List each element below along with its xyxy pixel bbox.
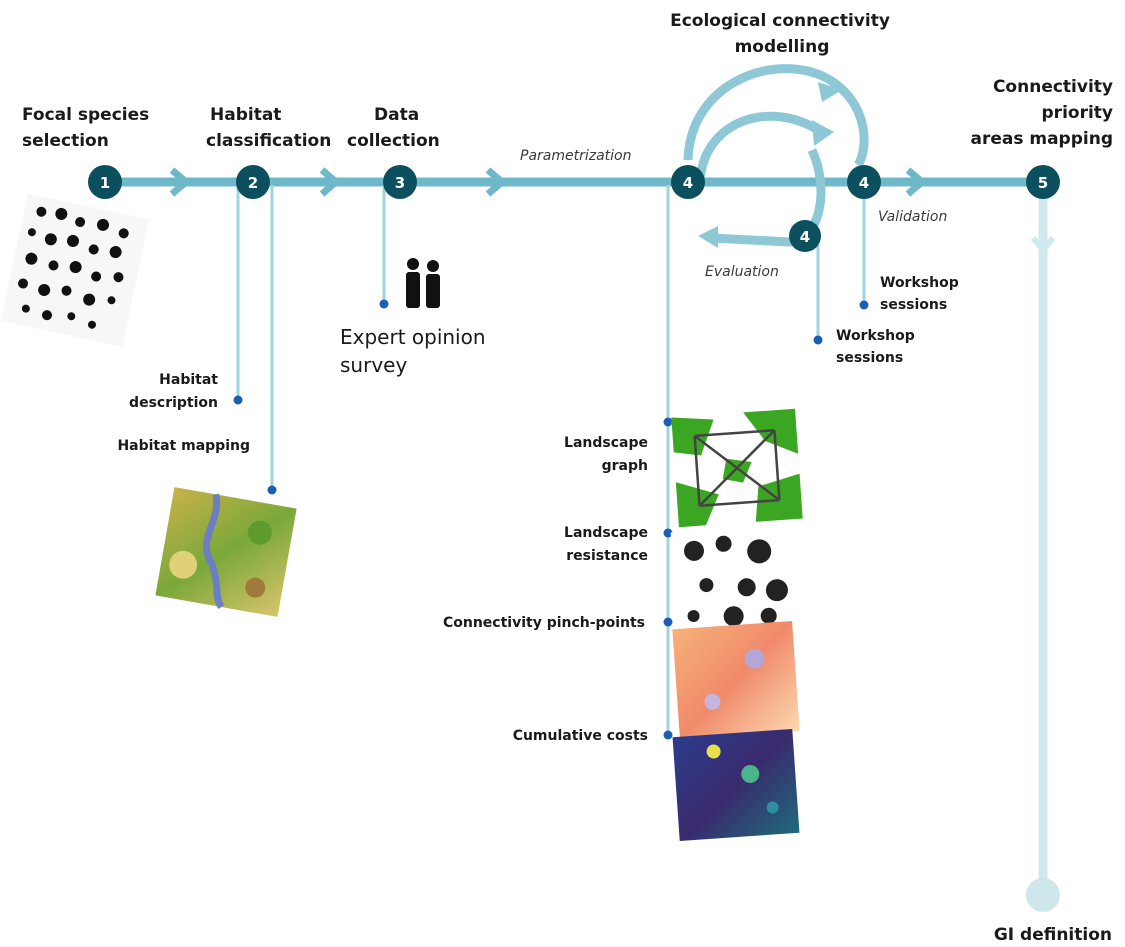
stage-4-title-line-1: Ecological connectivity <box>670 11 890 31</box>
dot-habitat-description <box>233 395 243 405</box>
stage-1-title-line-1: Focal species <box>22 105 149 125</box>
side-labels: Habitat description Habitat mapping Expe… <box>117 275 958 744</box>
gi-definition-label: GI definition <box>994 925 1112 945</box>
stage-node-1 <box>88 165 122 199</box>
workshop-evaluation-label-line-1: Workshop <box>836 328 915 344</box>
landscape-graph-image <box>671 408 803 528</box>
stage-2-title-line-1: Habitat <box>210 105 281 125</box>
dot-expert-opinion <box>379 299 389 309</box>
landscape-resistance-label-line-1: Landscape <box>564 525 648 541</box>
landscape-graph-label-line-2: graph <box>602 458 648 474</box>
modelling-loop <box>683 64 869 247</box>
stage-node-2 <box>236 165 270 199</box>
dot-habitat-mapping <box>267 485 277 495</box>
stage-node-4-end-number: 4 <box>859 174 869 192</box>
stage-node-3-number: 3 <box>395 174 405 192</box>
landscape-graph-label-line-1: Landscape <box>564 435 648 451</box>
inner-loop-arc <box>695 111 821 181</box>
stage-node-5 <box>1026 165 1060 199</box>
stage-3-title-line-1: Data <box>374 105 419 125</box>
branch-lines <box>236 185 1056 895</box>
loop-arrowhead-mid <box>812 120 834 146</box>
stage-node-3 <box>383 165 417 199</box>
validation-label: Validation <box>878 209 947 225</box>
stage-3-title-line-2: collection <box>347 131 440 151</box>
stage-nodes: 1 2 3 4 4 4 5 <box>88 165 1060 912</box>
stage-node-4-end <box>847 165 881 199</box>
stage-node-4-evaluation <box>789 220 821 252</box>
cumulative-costs-map-image <box>672 728 800 842</box>
footprints-image <box>0 193 150 347</box>
stage-4-title-line-2: modelling <box>735 37 830 57</box>
habitat-mapping-label: Habitat mapping <box>117 438 250 454</box>
stage-node-4-evaluation-number: 4 <box>800 228 810 246</box>
stage-node-4-start-number: 4 <box>683 174 693 192</box>
expert-opinion-label-line-2: survey <box>340 353 407 377</box>
dot-workshop-evaluation <box>813 335 823 345</box>
dot-landscape-resistance <box>663 528 673 538</box>
stage-5-title-line-3: areas mapping <box>970 129 1113 149</box>
landscape-resistance-label-line-2: resistance <box>566 548 648 564</box>
stage-node-2-number: 2 <box>248 174 258 192</box>
workshop-evaluation-label-line-2: sessions <box>836 350 903 366</box>
habitat-map-image <box>155 487 297 617</box>
workshop-validation-label-line-1: Workshop <box>880 275 959 291</box>
dot-pinch-points <box>663 617 673 627</box>
loop-arrowhead-top <box>818 82 842 102</box>
stage-node-5-number: 5 <box>1038 174 1048 192</box>
stage-node-1-number: 1 <box>100 174 110 192</box>
evaluation-label: Evaluation <box>705 264 779 280</box>
pinch-points-label: Connectivity pinch-points <box>443 615 645 631</box>
outer-loop-arc <box>683 64 869 168</box>
stage-1-title-line-2: selection <box>22 131 109 151</box>
cumulative-costs-label: Cumulative costs <box>513 728 648 744</box>
gi-definition-node <box>1026 878 1060 912</box>
flow-arrow-2-3 <box>319 167 342 197</box>
stage-5-title-line-1: Connectivity <box>993 77 1113 97</box>
dot-cumulative-costs <box>663 730 673 740</box>
expert-opinion-label-line-1: Expert opinion <box>340 325 486 349</box>
dot-landscape-graph <box>663 417 673 427</box>
habitat-description-label-line-2: description <box>129 395 218 411</box>
workshop-validation-label-line-2: sessions <box>880 297 947 313</box>
flow-arrow-4-5 <box>905 167 928 197</box>
flow-arrow-3-4 <box>485 167 508 197</box>
gi-arrow <box>1030 236 1056 255</box>
flow-arrow-1-2 <box>169 167 192 197</box>
experts-icon <box>406 258 440 308</box>
stage-2-title-line-2: classification <box>206 131 331 151</box>
stage-titles: Focal species selection Habitat classifi… <box>22 11 1113 151</box>
loop-arrowhead-left <box>698 226 718 248</box>
loop-arrowheads <box>698 82 842 248</box>
parametrization-label: Parametrization <box>520 148 632 164</box>
connector-dots <box>233 299 869 740</box>
resistance-map-image <box>670 523 802 633</box>
stage-node-4-start <box>671 165 705 199</box>
habitat-description-label-line-1: Habitat <box>159 372 218 388</box>
stage-5-title-line-2: priority <box>1042 103 1113 123</box>
flow-arrows <box>169 167 928 197</box>
dot-workshop-validation <box>859 300 869 310</box>
pinch-points-map-image <box>672 620 800 740</box>
